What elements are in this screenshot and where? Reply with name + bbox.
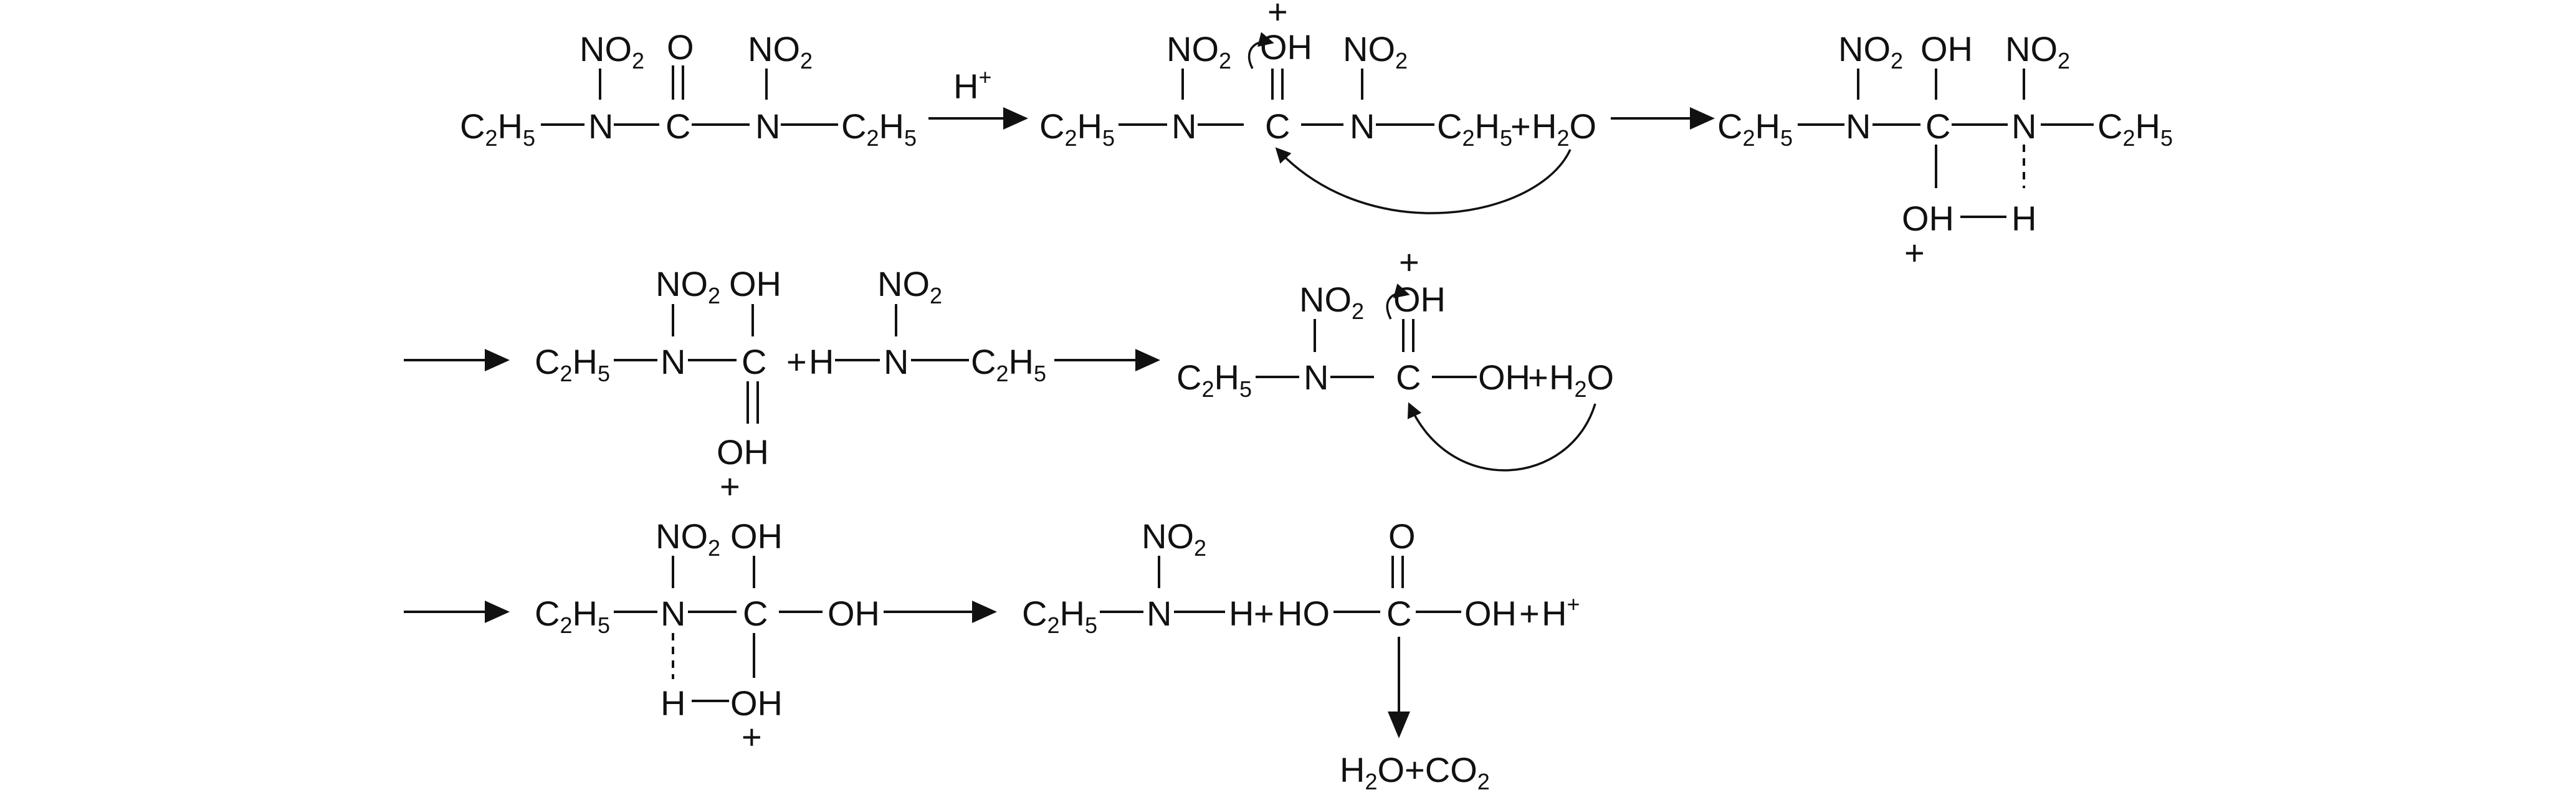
protonated-hydroxyl: OH — [717, 432, 769, 472]
hydrogen-atom: H — [661, 683, 685, 723]
protonated-hydroxyl: OH — [1902, 199, 1954, 238]
nitro-group: NO2 — [656, 517, 720, 561]
hydrogen-atom: H — [1229, 594, 1254, 633]
nitrogen-atom: N — [661, 342, 685, 381]
carbocation-carbon: C — [1265, 107, 1290, 146]
nitrogen-atom: N — [1304, 358, 1329, 397]
molecule-carbamic-acid-cation: C2H5 N NO2 C OH + OH + H2O — [1176, 242, 1614, 472]
nitrogen-atom: N — [661, 594, 685, 633]
ethyl-group: C2H5 — [1022, 594, 1097, 638]
acid-catalyst-label: H+ — [953, 64, 991, 106]
protonated-oxygen: OH — [1393, 280, 1446, 319]
ethyl-group: C2H5 — [535, 594, 610, 638]
water-molecule: H2O — [1549, 358, 1614, 402]
reaction-arrow — [1054, 349, 1160, 371]
ethyl-group: C2H5 — [1039, 107, 1115, 151]
molecule-dinitrourea: C2H5 N NO2 C O N NO2 C2H5 — [460, 27, 917, 151]
protonated-oxygen: OH — [1260, 27, 1312, 67]
ethyl-group: C2H5 — [1437, 107, 1512, 151]
reaction-arrow — [1611, 107, 1715, 130]
nitro-group: NO2 — [2005, 29, 2070, 74]
nitrogen-atom: N — [1350, 107, 1375, 146]
electron-shift-arrow — [1247, 32, 1274, 69]
nitrogen-atom: N — [884, 342, 909, 381]
electron-shift-arrow — [1386, 283, 1410, 320]
plus-sign: + — [1519, 594, 1540, 633]
plus-sign: + — [1254, 594, 1274, 633]
molecule-nitroethylamine: C2H5 N NO2 H — [1022, 517, 1254, 638]
nitrogen-atom: N — [588, 107, 613, 146]
ethyl-group: C2H5 — [1717, 107, 1793, 151]
hydrogen-atom: H — [2011, 199, 2036, 238]
nitro-group: NO2 — [656, 264, 720, 308]
molecule-protonated-urea: C2H5 N NO2 C OH + N NO2 C2H5 + H2O — [1039, 0, 1596, 214]
nitro-group: NO2 — [1142, 517, 1206, 561]
plus-sign: + — [786, 342, 807, 381]
ethyl-group: C2H5 — [971, 342, 1046, 386]
carbon-atom: C — [1386, 594, 1411, 633]
cation-charge: + — [1399, 242, 1419, 282]
row-3: C2H5 N NO2 H C OH OH + OH C2H5 N — [404, 517, 1580, 794]
hydroxyl-group: OH — [729, 264, 781, 303]
molecule-nitroethylamine: H N NO2 C2H5 — [809, 264, 1046, 386]
nitrogen-atom: N — [755, 107, 780, 146]
plus-sign: + — [1510, 107, 1531, 146]
nitro-group: NO2 — [1838, 29, 1903, 74]
nucleophilic-attack-arrow — [1275, 147, 1572, 214]
nitro-group: NO2 — [877, 264, 942, 308]
hydroxyl-group: OH — [1920, 29, 1973, 69]
hydroxyl-group: OH — [1478, 358, 1530, 397]
plus-sign: + — [1528, 358, 1548, 397]
ethyl-group: C2H5 — [535, 342, 610, 386]
nitro-group: NO2 — [1166, 29, 1231, 74]
nitrogen-atom: N — [1846, 107, 1871, 146]
ethyl-group: C2H5 — [1176, 358, 1252, 402]
molecule-tetrahedral-intermediate: C2H5 N NO2 C OH OH + H N NO2 C2H5 — [1717, 29, 2173, 272]
nucleophilic-attack-arrow — [1407, 402, 1596, 472]
cation-charge: + — [1267, 0, 1288, 31]
row-1: C2H5 N NO2 C O N NO2 C2H5 H+ C2H5 — [460, 0, 2173, 272]
hydroxyl-group: HO — [1277, 594, 1330, 633]
hydrogen-atom: H — [809, 342, 834, 381]
carbon-atom: C — [742, 342, 766, 381]
carbon-atom: C — [665, 107, 690, 146]
nitrogen-atom: N — [1171, 107, 1196, 146]
cation-charge: + — [720, 467, 740, 506]
hydroxyl-group: OH — [828, 594, 880, 633]
cation-charge: + — [742, 717, 762, 756]
ethyl-group: C2H5 — [460, 107, 535, 151]
reaction-arrow — [928, 107, 1028, 130]
hydroxyl-group: OH — [1464, 594, 1517, 633]
hydroxyl-group: OH — [730, 517, 783, 556]
carbonyl-oxygen: O — [1388, 517, 1416, 556]
decomposition-arrow — [1388, 637, 1410, 738]
carbon-atom: C — [743, 594, 768, 633]
released-proton: H+ — [1542, 591, 1580, 633]
cation-charge: + — [1904, 233, 1925, 272]
carbonyl-oxygen: O — [667, 27, 694, 67]
reaction-arrow — [884, 601, 997, 623]
water-molecule: H2O — [1532, 107, 1596, 151]
ethyl-group: C2H5 — [2097, 107, 2173, 151]
nitro-group: NO2 — [1299, 280, 1364, 324]
nitro-group: NO2 — [748, 29, 813, 74]
nitrogen-atom: N — [1147, 594, 1171, 633]
carbon-atom: C — [1925, 107, 1950, 146]
nitro-group: NO2 — [580, 29, 644, 74]
molecule-second-intermediate: C2H5 N NO2 H C OH OH + OH — [535, 517, 880, 756]
molecule-carbonic-acid: HO C O OH — [1277, 517, 1517, 633]
protonated-hydroxyl: OH — [730, 683, 783, 723]
molecule-protonated-carbamate: C2H5 N NO2 C OH OH + — [535, 264, 781, 506]
reaction-arrow — [404, 601, 510, 623]
row-2: C2H5 N NO2 C OH OH + + H N NO2 C2H5 — [404, 242, 1614, 506]
nitrogen-atom: N — [2011, 107, 2036, 146]
ethyl-group: C2H5 — [841, 107, 917, 151]
carbocation-carbon: C — [1396, 358, 1421, 397]
final-products: H2O+CO2 — [1340, 750, 1490, 794]
nitro-group: NO2 — [1343, 29, 1408, 74]
reaction-arrow — [404, 349, 510, 371]
